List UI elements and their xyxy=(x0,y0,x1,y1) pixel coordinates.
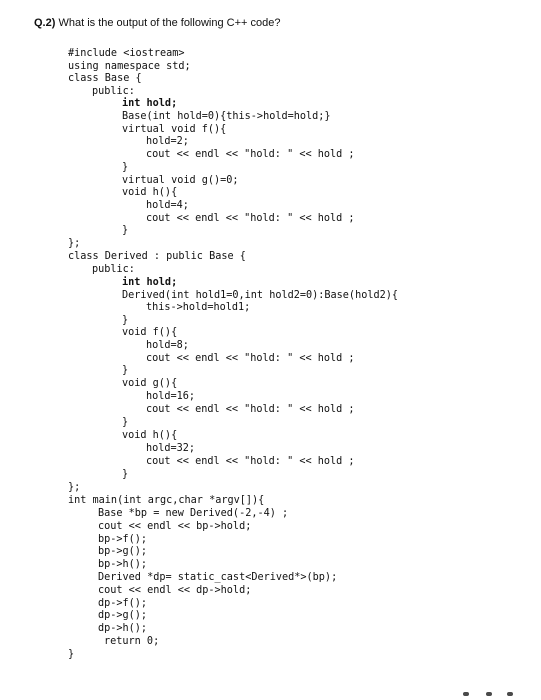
code-line: hold=8; xyxy=(146,340,189,351)
code-line: dp->h(); xyxy=(98,623,148,634)
code-line: void h(){ xyxy=(122,187,178,198)
code-line: public: xyxy=(92,86,135,97)
code-line: Base *bp = new Derived(-2,-4) ; xyxy=(98,508,289,519)
code-line: dp->g(); xyxy=(98,610,148,621)
code-line: }; xyxy=(68,238,81,249)
code-line: } xyxy=(122,162,129,173)
code-line: } xyxy=(68,649,75,660)
code-line: }; xyxy=(68,482,81,493)
code-line: #include <iostream> xyxy=(68,48,185,59)
code-line: void h(){ xyxy=(122,430,178,441)
code-line: int hold; xyxy=(122,277,178,288)
code-line: hold=4; xyxy=(146,200,189,211)
code-line: virtual void f(){ xyxy=(122,124,227,135)
code-line: Derived *dp= static_cast<Derived*>(bp); xyxy=(98,572,338,583)
question-text: What is the output of the following C++ … xyxy=(58,17,281,29)
code-line: cout << endl << "hold: " << hold ; xyxy=(146,404,355,415)
code-line: int hold; xyxy=(122,98,178,109)
edge-artifact xyxy=(507,692,513,696)
code-line: Base(int hold=0){this->hold=hold;} xyxy=(122,111,331,122)
code-line: cout << endl << "hold: " << hold ; xyxy=(146,353,355,364)
code-line: int main(int argc,char *argv[]){ xyxy=(68,495,265,506)
code-line: hold=2; xyxy=(146,136,189,147)
code-line: bp->g(); xyxy=(98,546,148,557)
code-line: bp->f(); xyxy=(98,534,148,545)
code-line: public: xyxy=(92,264,135,275)
code-line: virtual void g()=0; xyxy=(122,175,239,186)
code-line: cout << endl << "hold: " << hold ; xyxy=(146,149,355,160)
code-line: hold=16; xyxy=(146,391,196,402)
code-line: Derived(int hold1=0,int hold2=0):Base(ho… xyxy=(122,290,399,301)
code-line: return 0; xyxy=(104,636,160,647)
code-line: cout << endl << "hold: " << hold ; xyxy=(146,213,355,224)
code-line: void g(){ xyxy=(122,378,178,389)
code-line: void f(){ xyxy=(122,327,178,338)
code-line: } xyxy=(122,315,129,326)
code-line: class Derived : public Base { xyxy=(68,251,246,262)
code-line: cout << endl << dp->hold; xyxy=(98,585,252,596)
code-line: bp->h(); xyxy=(98,559,148,570)
edge-artifact xyxy=(486,692,492,696)
question-number: Q.2) xyxy=(34,17,56,29)
code-line: hold=32; xyxy=(146,443,196,454)
code-line: cout << endl << "hold: " << hold ; xyxy=(146,456,355,467)
code-line: cout << endl << bp->hold; xyxy=(98,521,252,532)
code-line: } xyxy=(122,225,129,236)
code-line: using namespace std; xyxy=(68,61,191,72)
code-line: } xyxy=(122,469,129,480)
code-line: } xyxy=(122,417,129,428)
question-heading: Q.2) What is the output of the following… xyxy=(34,17,280,29)
edge-artifact xyxy=(463,692,469,696)
code-line: } xyxy=(122,365,129,376)
code-line: this->hold=hold1; xyxy=(146,302,251,313)
code-line: class Base { xyxy=(68,73,142,84)
code-line: dp->f(); xyxy=(98,598,148,609)
